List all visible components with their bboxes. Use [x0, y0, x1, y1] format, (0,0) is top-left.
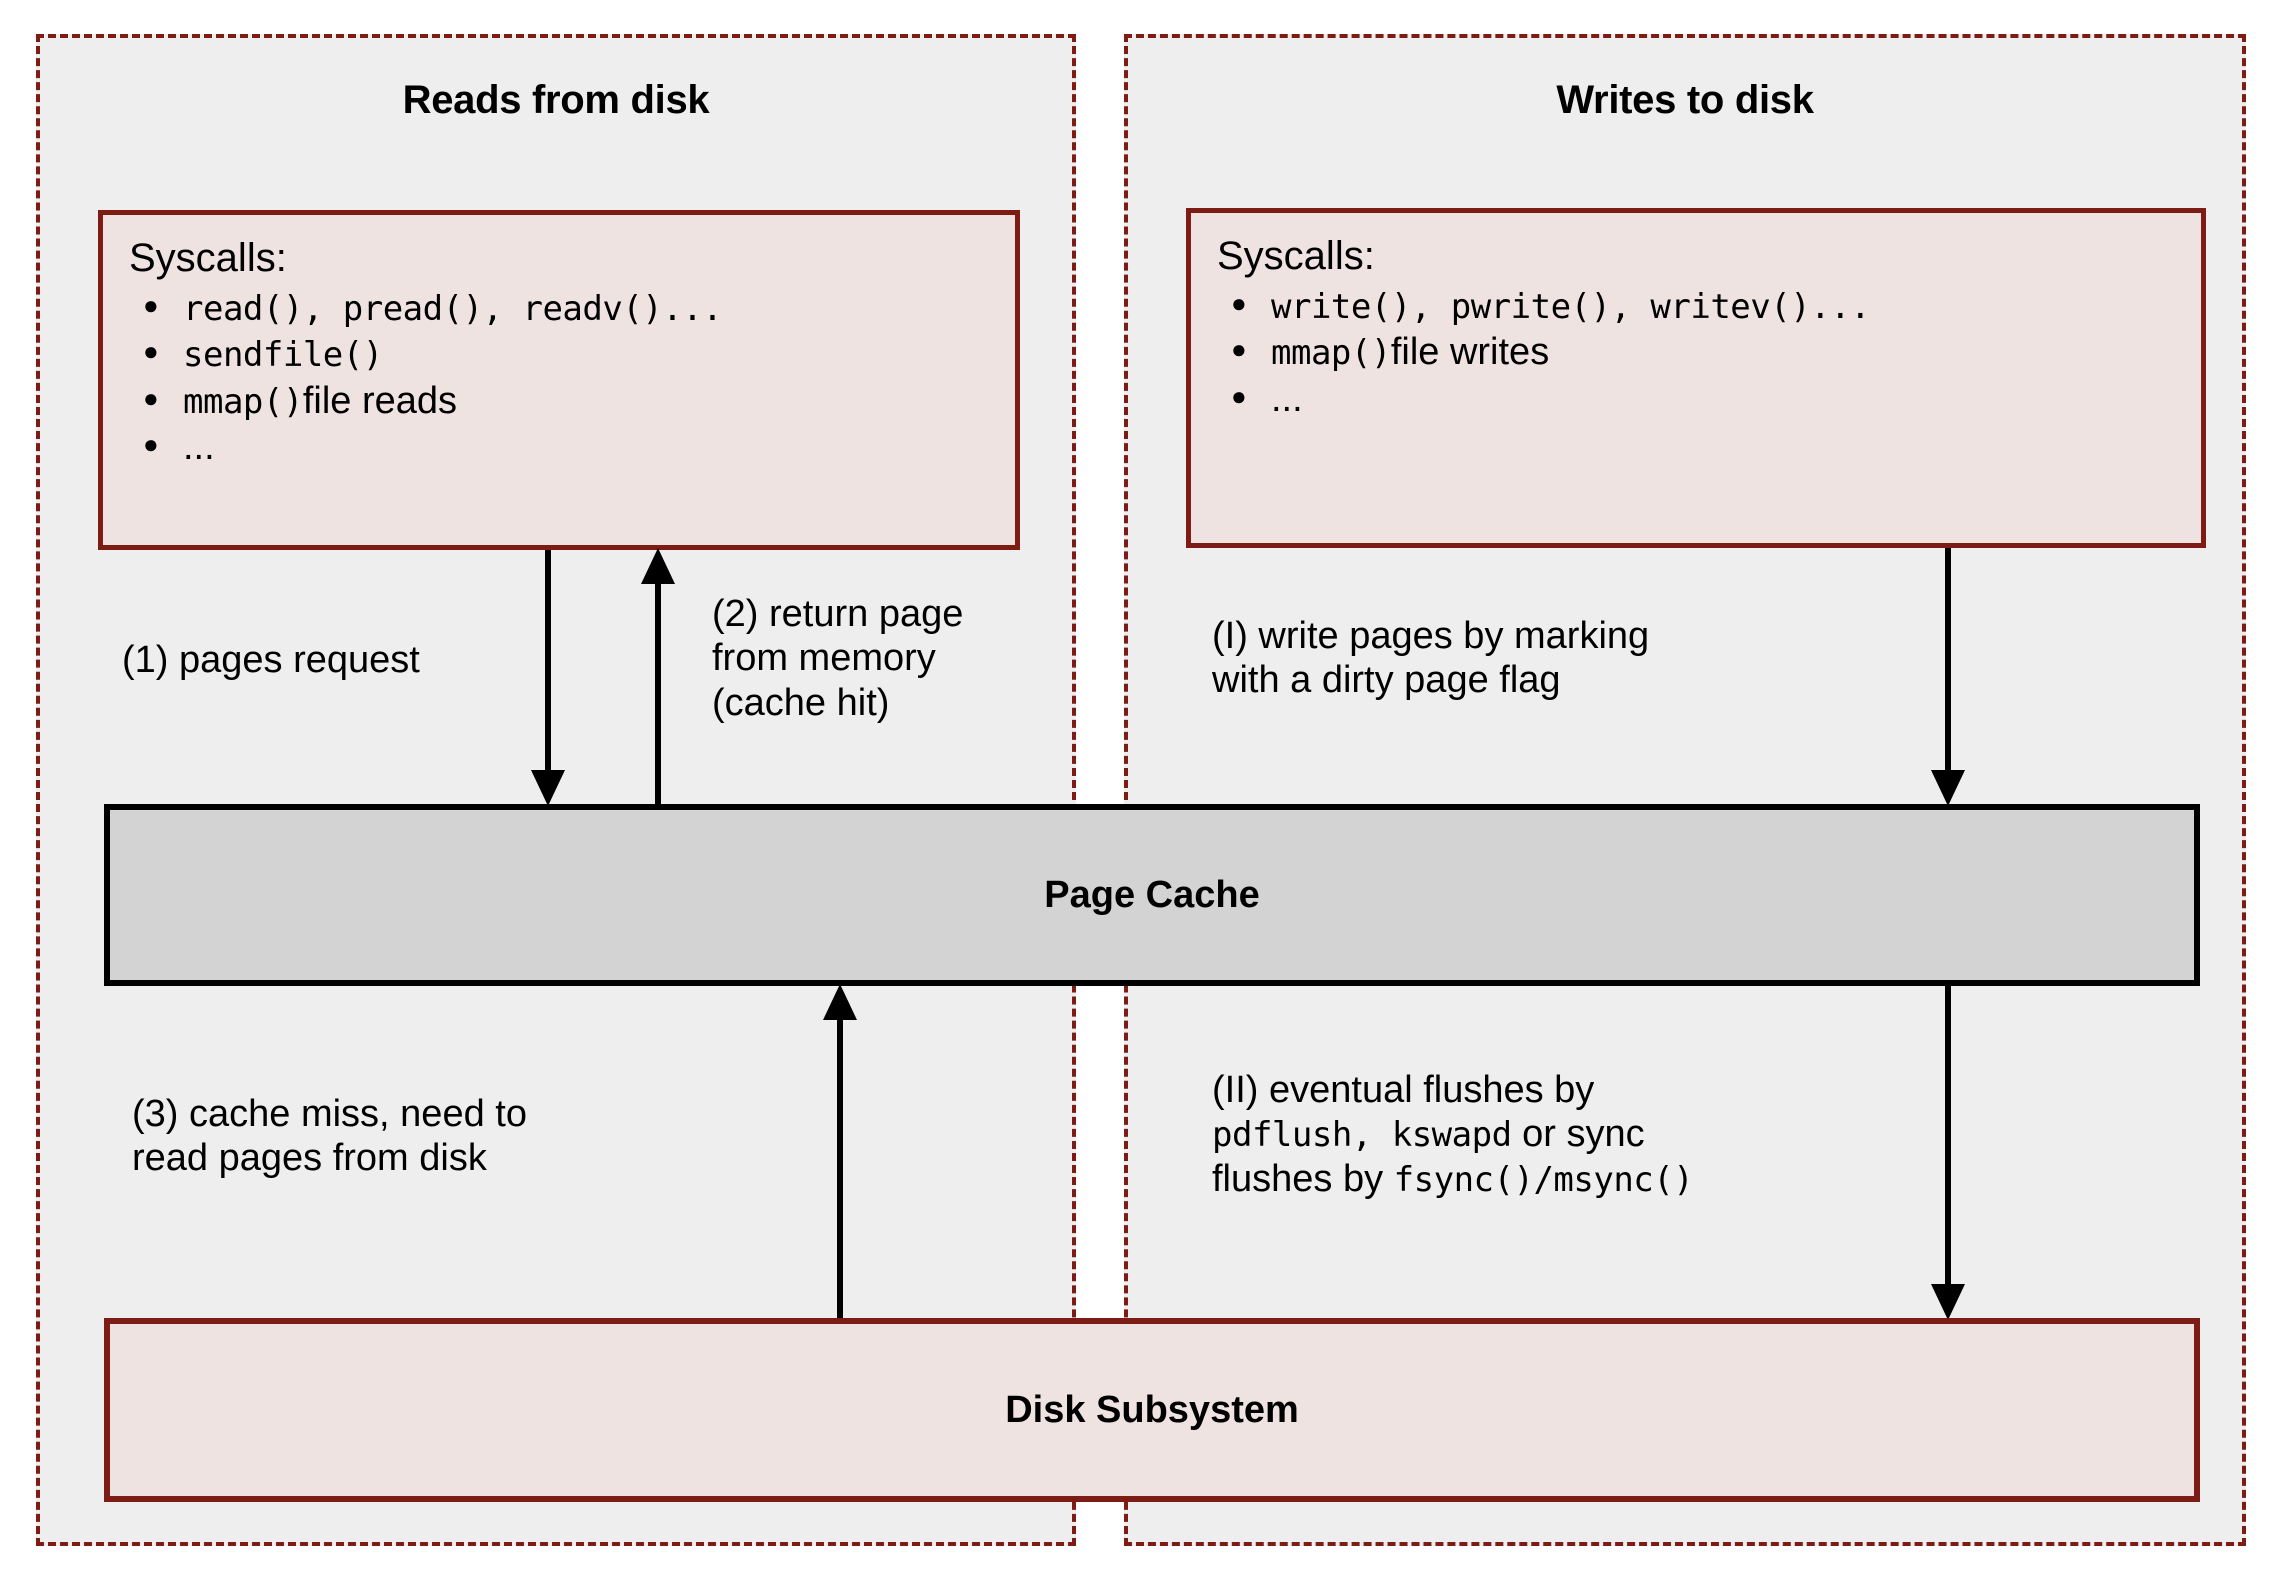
disk-subsystem-label: Disk Subsystem	[1005, 1388, 1299, 1431]
page-cache-label: Page Cache	[1044, 873, 1260, 916]
flush-daemons-text: or sync	[1511, 1113, 1645, 1156]
disk-subsystem-layer: Disk Subsystem	[104, 1318, 2200, 1502]
list-item: ...	[1217, 375, 2175, 422]
syscalls-box-writes: Syscalls: write(), pwrite(), writev()...…	[1186, 208, 2206, 548]
annotation-step-II: (II) eventual flushes by pdflush, kswapd…	[1212, 1068, 1694, 1201]
syscall-note: file reads	[302, 379, 458, 422]
flush-daemons-code: pdflush, kswapd	[1212, 1115, 1512, 1156]
arrow-head	[641, 548, 675, 584]
annotation-line: flushes by fsync()/msync()	[1212, 1157, 1694, 1201]
sync-flush-code: fsync()/msync()	[1393, 1159, 1694, 1200]
arrow-shaft	[655, 580, 661, 804]
list-item: ...	[129, 423, 989, 470]
annotation-step-3: (3) cache miss, need to read pages from …	[132, 1092, 527, 1181]
annotation-line: with a dirty page flag	[1212, 659, 1561, 702]
annotation-line: (I) write pages by marking	[1212, 615, 1650, 657]
annotation-step-I: (I) write pages by marking with a dirty …	[1212, 614, 1649, 703]
arrow-shaft	[1945, 986, 1951, 1288]
arrow-head	[531, 770, 565, 806]
annotation-line: from memory	[712, 637, 936, 680]
panel-reads-title: Reads from disk	[402, 78, 710, 122]
syscalls-writes-list: write(), pwrite(), writev()... mmap()fil…	[1217, 282, 2175, 422]
list-item: write(), pwrite(), writev()...	[1217, 282, 2175, 329]
arrow-shaft	[837, 1016, 843, 1318]
annotation-step-2: (2) return page from memory (cache hit)	[712, 592, 963, 725]
syscall-ellipsis: ...	[183, 426, 215, 469]
syscalls-reads-list: read(), pread(), readv()... sendfile() m…	[129, 284, 989, 470]
list-item: mmap()file reads	[129, 377, 989, 424]
syscall-note: file writes	[1390, 331, 1550, 374]
syscalls-writes-heading: Syscalls:	[1217, 234, 1375, 278]
arrow-shaft	[545, 550, 551, 774]
annotation-line: (2) return page	[712, 593, 964, 635]
syscall-code: mmap()	[1271, 333, 1391, 374]
panel-writes-title: Writes to disk	[1556, 78, 1814, 122]
syscall-code: sendfile()	[183, 335, 383, 376]
arrow-head	[1931, 770, 1965, 806]
annotation-line: (3) cache miss, need to	[132, 1093, 527, 1135]
syscall-ellipsis: ...	[1271, 377, 1303, 420]
annotation-line: (II) eventual flushes by	[1212, 1069, 1595, 1111]
syscall-code: write(), pwrite(), writev()...	[1271, 287, 1871, 327]
syscalls-reads-heading: Syscalls:	[129, 236, 287, 280]
sync-flush-text: flushes by	[1212, 1157, 1394, 1200]
list-item: read(), pread(), readv()...	[129, 284, 989, 331]
syscall-code: mmap()	[183, 381, 303, 422]
syscalls-box-reads: Syscalls: read(), pread(), readv()... se…	[98, 210, 1020, 550]
page-cache-layer: Page Cache	[104, 804, 2200, 986]
syscall-code: read(), pread(), readv()...	[183, 289, 723, 329]
arrow-shaft	[1945, 548, 1951, 774]
annotation-line: (cache hit)	[712, 681, 890, 724]
arrow-head	[1931, 1284, 1965, 1320]
arrow-head	[823, 984, 857, 1020]
list-item: mmap()file writes	[1217, 328, 2175, 375]
list-item: sendfile()	[129, 330, 989, 377]
annotation-line: pdflush, kswapd or sync	[1212, 1112, 1693, 1156]
annotation-line: read pages from disk	[132, 1137, 487, 1180]
annotation-step-1: (1) pages request	[122, 639, 420, 681]
